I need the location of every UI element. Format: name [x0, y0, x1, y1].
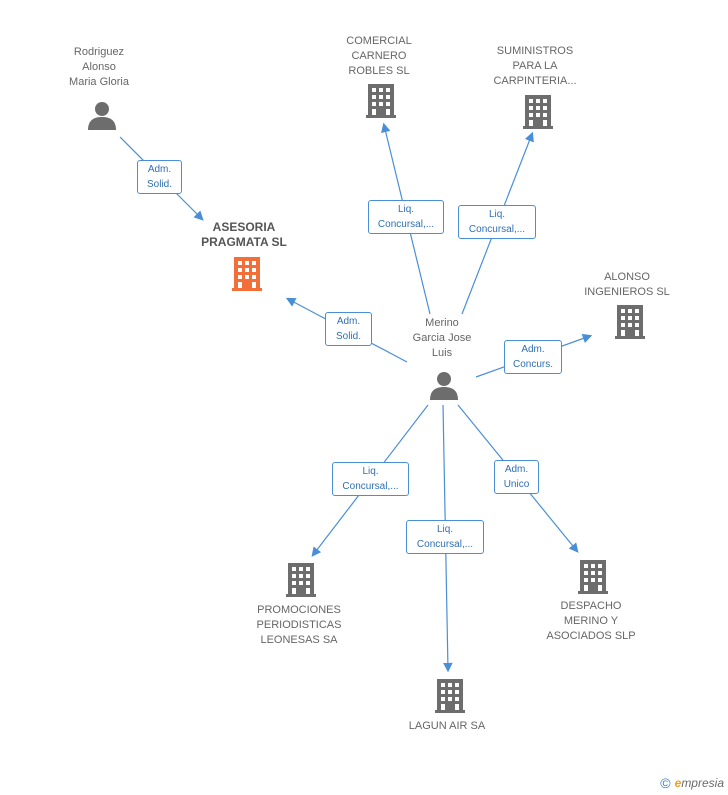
edge-label-merino-alonso[interactable]: Adm. Concurs. — [504, 340, 562, 374]
node-label-lagun[interactable]: LAGUN AIR SA — [408, 720, 486, 732]
building-icon[interactable] — [615, 305, 645, 339]
node-label-promociones[interactable]: PROMOCIONES PERIODISTICAS LEONESAS SA — [256, 604, 342, 646]
person-icon[interactable] — [88, 102, 116, 130]
building-icon[interactable] — [435, 679, 465, 713]
edge-label-merino-asesoria[interactable]: Adm. Solid. — [325, 312, 372, 346]
node-label-comercial[interactable]: COMERCIAL CARNERO ROBLES SL — [346, 35, 412, 77]
copyright-icon: © — [660, 775, 671, 791]
node-label-suministros[interactable]: SUMINISTROS PARA LA CARPINTERIA... — [493, 45, 577, 87]
footer-brand: © empresia — [660, 775, 724, 791]
building-icon[interactable] — [232, 257, 262, 291]
edge-label-merino-comercial[interactable]: Liq. Concursal,... — [368, 200, 444, 234]
node-label-alonso[interactable]: ALONSO INGENIEROS SL — [584, 271, 670, 298]
building-icon[interactable] — [286, 563, 316, 597]
building-icon[interactable] — [523, 95, 553, 129]
edge-label-merino-despacho[interactable]: Adm. Unico — [494, 460, 539, 494]
edge-label-merino-promociones[interactable]: Liq. Concursal,... — [332, 462, 409, 496]
edge-label-merino-suministros[interactable]: Liq. Concursal,... — [458, 205, 536, 239]
brand-logo[interactable]: empresia — [674, 776, 724, 790]
node-label-asesoria[interactable]: ASESORIA PRAGMATA SL — [201, 220, 287, 249]
building-icon[interactable] — [366, 84, 396, 118]
building-icon[interactable] — [578, 560, 608, 594]
node-label-merino[interactable]: Merino Garcia Jose Luis — [412, 317, 472, 359]
edge-label-merino-lagun[interactable]: Liq. Concursal,... — [406, 520, 484, 554]
edge-label-rodriguez-asesoria[interactable]: Adm. Solid. — [137, 160, 182, 194]
node-label-despacho[interactable]: DESPACHO MERINO Y ASOCIADOS SLP — [546, 600, 636, 642]
person-icon[interactable] — [430, 372, 458, 400]
node-label-rodriguez[interactable]: Rodriguez Alonso Maria Gloria — [69, 46, 129, 88]
